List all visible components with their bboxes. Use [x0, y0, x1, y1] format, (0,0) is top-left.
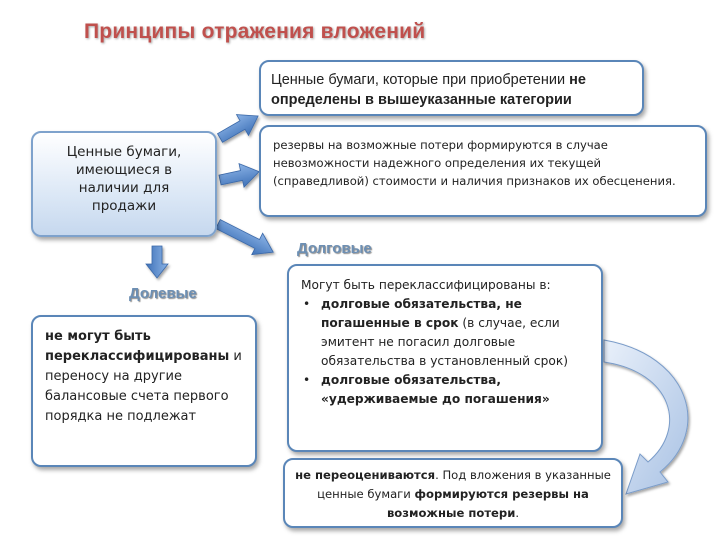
source-box: Ценные бумаги, имеющиеся в наличии для п…	[31, 131, 217, 237]
debt-item2-bold: долговые обязательства, «удерживаемые до…	[321, 373, 550, 406]
revaluation-box: не переоцениваются. Под вложения в указа…	[283, 458, 623, 528]
bullet-icon: •	[303, 373, 311, 387]
reserves-box: резервы на возможные потери формируются …	[259, 125, 707, 217]
equity-box-text-bold: не могут быть переклассифицированы	[45, 329, 230, 364]
bullet-icon: •	[303, 297, 311, 311]
bottom-box-part3: формируются резервы на возможные потери	[386, 487, 589, 520]
page-title: Принципы отражения вложений	[84, 20, 426, 43]
equity-box-text-regular: и переносу на другие балансовые счета пе…	[45, 349, 242, 424]
debt-item1-bold: долговые обязательства, не погашенные в …	[321, 297, 522, 330]
equity-box: не могут быть переклассифицированы и пер…	[31, 315, 257, 467]
arrow-to-reserve-box	[218, 163, 260, 188]
bottom-box-part2: . Под вложения в указанные ценные бумаги	[317, 468, 611, 501]
debt-box-item: • долговые обязательства, не погашенные …	[301, 295, 589, 371]
top-box-text-bold: не определены в вышеуказанные категории	[271, 72, 586, 108]
debt-item1-regular: (в случае, если эмитент не погасил долго…	[321, 316, 568, 368]
debt-label: Долговые	[297, 240, 372, 257]
top-box-text-regular: Ценные бумаги, которые при приобретении	[271, 72, 570, 88]
bottom-box-part4: .	[515, 506, 520, 520]
reserves-box-text: резервы на возможные потери формируются …	[273, 138, 676, 188]
debt-box-item: • долговые обязательства, «удерживаемые …	[301, 371, 589, 409]
equity-label: Долевые	[129, 285, 197, 302]
bottom-box-part1: не переоцениваются	[295, 468, 436, 482]
arrow-to-debt-box	[215, 219, 274, 256]
curved-arrow-to-bottom-box	[603, 339, 689, 495]
arrow-to-top-box	[216, 114, 259, 143]
debt-box-list: • долговые обязательства, не погашенные …	[301, 295, 589, 409]
arrow-to-equity-box	[145, 245, 169, 279]
debt-box: Могут быть переклассифицированы в: • дол…	[287, 264, 603, 452]
source-box-text: Ценные бумаги, имеющиеся в наличии для п…	[66, 144, 182, 214]
unclassified-securities-box: Ценные бумаги, которые при приобретении …	[259, 60, 644, 116]
debt-box-intro: Могут быть переклассифицированы в:	[301, 278, 551, 292]
